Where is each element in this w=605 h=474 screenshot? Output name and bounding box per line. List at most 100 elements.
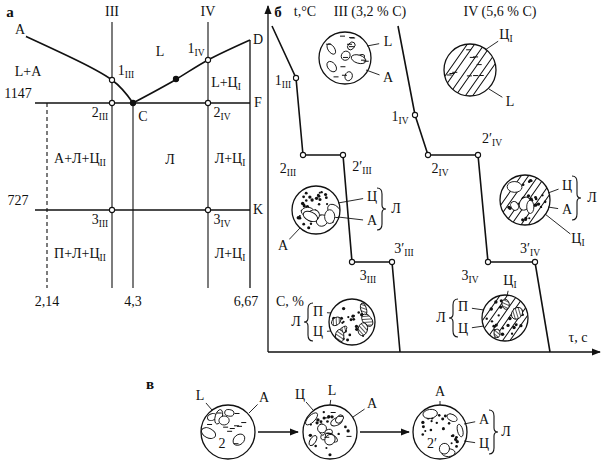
eutectic-particle (511, 333, 513, 335)
grain (339, 49, 352, 62)
diagram-label: A (258, 391, 270, 405)
grain (325, 60, 338, 74)
microstructure (488, 157, 562, 242)
point-marker (293, 75, 298, 80)
diagram-label: Л+ЦI (214, 152, 247, 168)
eutectic-particle (499, 306, 502, 309)
diagram-label: Л (500, 425, 512, 439)
sequence-arrow (360, 431, 409, 432)
diagram-label: C, % (275, 295, 305, 309)
diagram-label: 4,3 (123, 295, 143, 309)
eutectic-particle (515, 323, 518, 326)
liquid-mark (346, 436, 351, 437)
cementite-line (249, 40, 250, 288)
diagram-label: L (195, 389, 206, 403)
diagram-label: IV (200, 5, 217, 19)
grain (323, 432, 338, 447)
diagram-label: 6,67 (233, 295, 260, 309)
temperature-axis (267, 6, 268, 352)
grain (330, 315, 343, 327)
eutectic-particle (448, 422, 451, 425)
grain (350, 53, 367, 65)
eutectic-particle (529, 179, 532, 182)
diagram-label: ЦI (498, 28, 513, 44)
liquid-mark (324, 437, 329, 438)
eutectic-particle (330, 415, 333, 418)
liquid-mark (233, 443, 238, 444)
diagram-label: Ц (312, 325, 324, 339)
grain (231, 432, 247, 448)
liquid-mark (331, 412, 336, 413)
liquid-mark (466, 49, 471, 50)
diagram-label: 1IV (390, 110, 409, 126)
leader-line (338, 217, 363, 220)
cooling-curve (398, 26, 550, 352)
diagram-label: Ц (366, 190, 378, 204)
microstructure (433, 27, 507, 112)
liquid-mark (349, 46, 354, 47)
leader-line (206, 403, 212, 410)
diagram-label: τ, c (568, 331, 589, 345)
eutectic-particle (438, 414, 441, 417)
eutectic-particle (348, 334, 351, 337)
point-marker (173, 76, 178, 81)
diagram-label: Л (390, 202, 402, 216)
leader-line (353, 409, 365, 417)
eutectic-particle (341, 322, 343, 324)
diagram-label: A (382, 71, 394, 85)
eutectic-particle (310, 223, 312, 225)
diagram-label: Ц (294, 388, 306, 402)
diagram-label: A (478, 413, 490, 427)
eutectic-particle (357, 311, 360, 314)
point-marker (475, 152, 480, 157)
diagram-label: Ц (561, 179, 573, 193)
microstructure-ground (329, 299, 375, 345)
diagram-label: П (312, 305, 324, 319)
eutectic-particle (347, 316, 349, 318)
eutectic-particle (303, 204, 306, 207)
liquid-mark (326, 44, 331, 45)
microstructure (200, 405, 255, 459)
eutectic-particle (346, 339, 349, 342)
diagram-label: 3′III (393, 242, 415, 258)
eutectic-particle (353, 315, 355, 317)
point-marker (340, 152, 345, 157)
diagram-label: A+Л+ЦII (53, 152, 107, 168)
eutectic-particle (451, 442, 453, 444)
eutectic-particle (421, 433, 424, 436)
brace (377, 188, 386, 230)
diagram-label: 2IV (212, 106, 231, 122)
eutectic-particle (508, 317, 511, 320)
microstructure (292, 186, 344, 234)
leader-line (489, 89, 502, 97)
grain (446, 412, 459, 423)
diagram-label: L (327, 384, 338, 398)
microstructure (319, 32, 371, 84)
eutectic-particle (544, 201, 547, 204)
eutectic-particle (421, 421, 424, 424)
eutectoid-line (35, 209, 250, 211)
eutectic-particle (302, 223, 305, 226)
grain (308, 434, 319, 447)
diagram-label: K (252, 203, 264, 217)
point-marker (130, 100, 135, 105)
eutectic-particle (498, 314, 500, 316)
eutectic-particle (430, 420, 432, 422)
eutectic-particle (320, 420, 323, 423)
diagram-label: 1IV (186, 42, 205, 58)
leader-line (485, 41, 499, 50)
diagram-label: III (3,2 % C) (333, 5, 407, 19)
diagram-label: 2 (218, 437, 227, 451)
leader-line (464, 422, 475, 424)
eutectic-particle (323, 411, 325, 413)
point-marker (412, 112, 417, 117)
leader-line (472, 308, 484, 310)
liquid-mark (223, 427, 228, 428)
microstructure-outline (303, 405, 357, 459)
microstructure (413, 405, 467, 459)
eutectic-particle (326, 203, 328, 205)
liquid-mark (473, 56, 478, 57)
diagram-label: Л (435, 311, 447, 325)
eutectic-particle (328, 453, 331, 456)
